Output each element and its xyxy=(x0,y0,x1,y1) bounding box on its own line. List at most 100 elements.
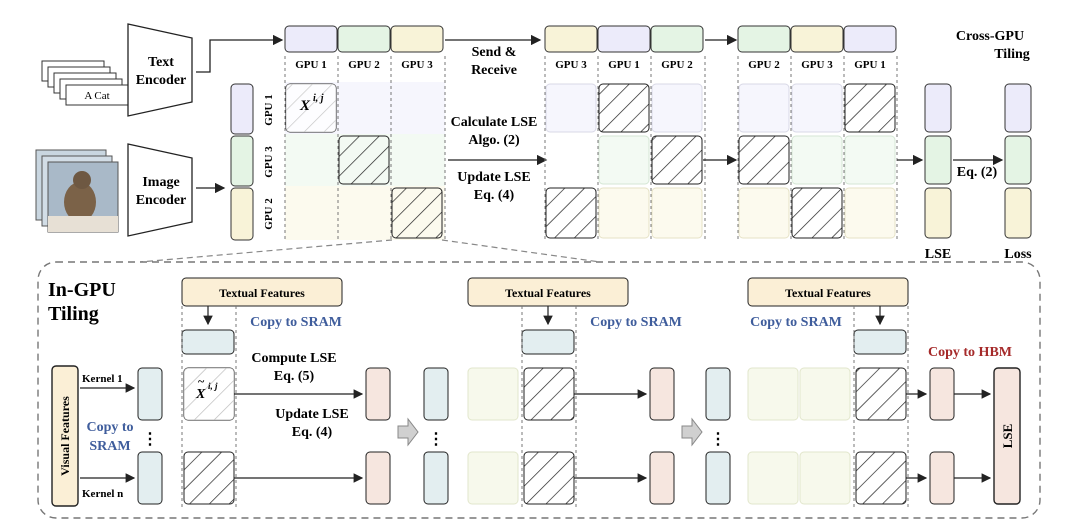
col-label-gpu2-a: GPU 2 xyxy=(348,59,380,71)
col-label-gpu2-c: GPU 2 xyxy=(748,59,780,71)
text-feature-gpu1 xyxy=(284,25,338,53)
compute-lse-line2: Eq. (5) xyxy=(274,369,315,384)
send-receive-line1: Send & xyxy=(472,45,517,60)
row-label-gpu1: GPU 1 xyxy=(263,94,275,125)
col-label-gpu3-a: GPU 3 xyxy=(401,59,433,71)
xtilde-tilde: ~ xyxy=(198,374,205,388)
textual-features-label-3: Textual Features xyxy=(785,286,871,300)
copy-hbm: Copy to HBM xyxy=(928,345,1012,360)
xtilde-superscript: i, j xyxy=(208,381,218,391)
compute-tile-p1-kn xyxy=(183,451,235,505)
tile-3-2 xyxy=(738,135,790,185)
loss-label: Loss xyxy=(1004,247,1032,262)
col-label-gpu3-b: GPU 3 xyxy=(555,59,587,71)
transition-arrow-1 xyxy=(397,417,419,447)
copy-sram-left-line1: Copy to xyxy=(86,420,133,435)
visual-features-label: Visual Features xyxy=(58,396,72,476)
text-encoder-line2: Encoder xyxy=(136,73,187,88)
transition-arrow-2 xyxy=(681,417,703,447)
update-lse-line1: Update LSE xyxy=(457,170,531,185)
sram-text-tile-3 xyxy=(853,329,907,355)
calc-lse-line1: Calculate LSE xyxy=(451,115,538,130)
visual-gpu1-block xyxy=(230,83,254,135)
dots-p2: ⋮ xyxy=(428,431,444,448)
compute-lse-line1: Compute LSE xyxy=(251,351,336,366)
lse-out-p1-k1 xyxy=(365,367,391,421)
kerneln-visual-tile-p2 xyxy=(423,451,449,505)
col-label-gpu1-b: GPU 1 xyxy=(608,59,639,71)
text-input-stack: A Cat xyxy=(41,60,129,106)
sram-text-tile-1 xyxy=(181,329,235,355)
tile-1-2 xyxy=(338,135,390,185)
lse-out-p1-kn xyxy=(365,451,391,505)
image-encoder xyxy=(127,143,193,237)
text-feature3-gpu1 xyxy=(843,25,897,53)
text-feature2-gpu3 xyxy=(544,25,598,53)
text-feature2-gpu1 xyxy=(597,25,651,53)
col-label-gpu3-c: GPU 3 xyxy=(801,59,833,71)
compute-tile-p3-kn xyxy=(855,451,907,505)
lse-out-p2-k1 xyxy=(649,367,675,421)
tile-2-2 xyxy=(651,135,703,185)
tile-2-1 xyxy=(598,83,650,133)
textual-features-label-2: Textual Features xyxy=(505,286,591,300)
visual-gpu2-block xyxy=(230,187,254,241)
update-lse-line2: Eq. (4) xyxy=(474,188,515,203)
text-feature-gpu3 xyxy=(390,25,444,53)
kernel1-visual-tile-p1 xyxy=(137,367,163,421)
compute-tile-p2-k1 xyxy=(523,367,575,421)
send-receive-line2: Receive xyxy=(471,63,517,78)
dots-p3: ⋮ xyxy=(710,431,726,448)
kernel1-visual-tile-p3 xyxy=(705,367,731,421)
textual-features-box-3 xyxy=(747,277,909,307)
calc-lse-line2: Algo. (2) xyxy=(468,133,520,148)
cross-gpu-title-line2: Tiling xyxy=(994,47,1030,62)
in-gpu-panel xyxy=(37,261,1041,519)
cross-gpu-title-line1: Cross-GPU xyxy=(956,29,1024,44)
final-lse-bar xyxy=(993,367,1021,505)
tile-1-3 xyxy=(391,187,443,239)
in-gpu-title-line1: In-GPU xyxy=(48,279,116,301)
copy-sram-1: Copy to SRAM xyxy=(250,315,342,330)
kerneln-visual-tile-p1 xyxy=(137,451,163,505)
col-label-gpu1-a: GPU 1 xyxy=(295,59,326,71)
dots-p1: ⋮ xyxy=(142,431,158,448)
image-input-stack xyxy=(35,149,119,233)
copy-sram-left-line2: SRAM xyxy=(89,439,130,454)
final-lse-label: LSE xyxy=(1000,424,1015,449)
row-label-gpu2: GPU 2 xyxy=(263,198,275,230)
text-encoder xyxy=(127,23,193,117)
lse-block-2 xyxy=(924,135,952,185)
visual-gpu3-block xyxy=(230,135,254,187)
copy-sram-3: Copy to SRAM xyxy=(750,315,842,330)
lse-out-p2-kn xyxy=(649,451,675,505)
text-encoder-line1: Text xyxy=(148,55,174,70)
compute-tile-p3-k1 xyxy=(855,367,907,421)
text-feature3-gpu3 xyxy=(790,25,844,53)
xij-superscript: i, j xyxy=(313,93,324,104)
kernel-n-label: Kernel n xyxy=(82,488,123,500)
row-label-gpu3: GPU 3 xyxy=(263,146,275,178)
xtilde-symbol: X xyxy=(195,387,206,402)
in-gpu-title-line2: Tiling xyxy=(48,303,99,325)
col-label-gpu1-c: GPU 1 xyxy=(854,59,885,71)
image-encoder-line2: Encoder xyxy=(136,193,187,208)
text-feature3-gpu2 xyxy=(737,25,791,53)
tile-3-1 xyxy=(844,83,896,133)
xij-symbol: X xyxy=(299,98,311,114)
visual-features-bar xyxy=(51,365,79,507)
update-lse-in-line1: Update LSE xyxy=(275,407,349,422)
copy-sram-2: Copy to SRAM xyxy=(590,315,682,330)
col-label-gpu2-b: GPU 2 xyxy=(661,59,693,71)
lse-block-3 xyxy=(924,187,952,239)
loss-block-1 xyxy=(1004,83,1032,133)
image-encoder-line1: Image xyxy=(142,175,179,190)
text-feature-gpu2 xyxy=(337,25,391,53)
loss-block-3 xyxy=(1004,187,1032,239)
eq2-label: Eq. (2) xyxy=(957,165,998,180)
lse-out-p3-k1 xyxy=(929,367,955,421)
textual-features-box-1 xyxy=(181,277,343,307)
update-lse-in-line2: Eq. (4) xyxy=(292,425,333,440)
kerneln-visual-tile-p3 xyxy=(705,451,731,505)
